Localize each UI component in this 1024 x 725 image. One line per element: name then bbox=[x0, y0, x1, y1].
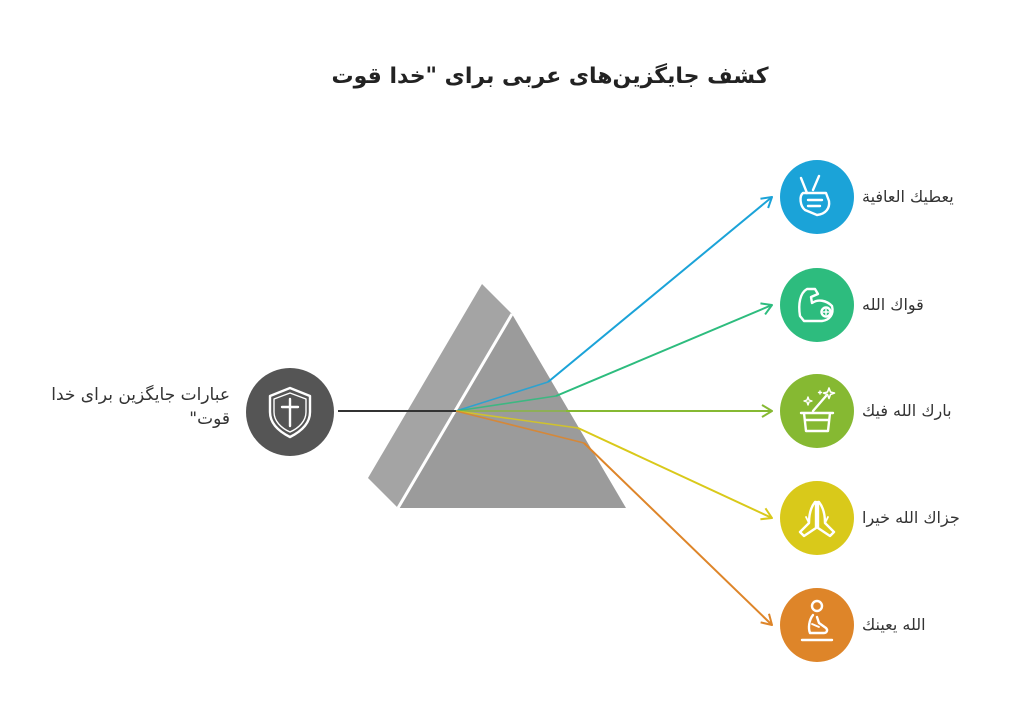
prism bbox=[368, 284, 626, 509]
output-node-4 bbox=[780, 481, 854, 555]
ray-arrowhead-2 bbox=[760, 302, 773, 316]
ray-arrow-4 bbox=[577, 427, 773, 519]
output-node-5 bbox=[780, 588, 854, 662]
output-label-4: جزاك الله خيرا bbox=[862, 508, 960, 527]
ray-arrowhead-4 bbox=[760, 507, 773, 521]
flexed-arm-icon bbox=[798, 287, 834, 323]
ray-arrowhead-1 bbox=[760, 196, 773, 209]
source-label: عبارات جایگزین برای خدا قوت" bbox=[51, 385, 230, 429]
ray-arrowhead-5 bbox=[760, 613, 773, 626]
praying-hands-icon bbox=[798, 500, 836, 538]
ray-arrow-1 bbox=[547, 196, 773, 383]
output-label-2: قواك الله bbox=[862, 295, 924, 314]
magic-hat-icon bbox=[799, 387, 836, 433]
output-node-3 bbox=[780, 374, 854, 448]
victory-hand-icon bbox=[799, 174, 831, 217]
diagram-title: کشف جایگزین‌های عربی برای "خدا قوت bbox=[331, 64, 769, 89]
output-node-1 bbox=[780, 160, 854, 234]
output-nodes bbox=[780, 160, 854, 662]
ray-inner-4 bbox=[455, 410, 579, 429]
ray-arrow-2 bbox=[555, 304, 773, 397]
output-node-2 bbox=[780, 268, 854, 342]
prism-side-face bbox=[368, 284, 512, 508]
ray-arrow-5 bbox=[583, 442, 773, 626]
ray-inner-5 bbox=[455, 410, 585, 444]
shield-cross-icon bbox=[268, 386, 312, 439]
output-label-5: الله يعينك bbox=[862, 615, 926, 634]
ray-arrowhead-3 bbox=[761, 404, 773, 418]
output-label-1: يعطيك العافية bbox=[862, 187, 954, 206]
ray-inner-1 bbox=[455, 381, 549, 412]
ray-inner-2 bbox=[455, 395, 557, 412]
source-node bbox=[246, 368, 334, 456]
output-label-3: بارك الله فيك bbox=[862, 401, 952, 420]
kneeling-person-icon bbox=[800, 599, 834, 642]
rays-group bbox=[455, 196, 773, 626]
